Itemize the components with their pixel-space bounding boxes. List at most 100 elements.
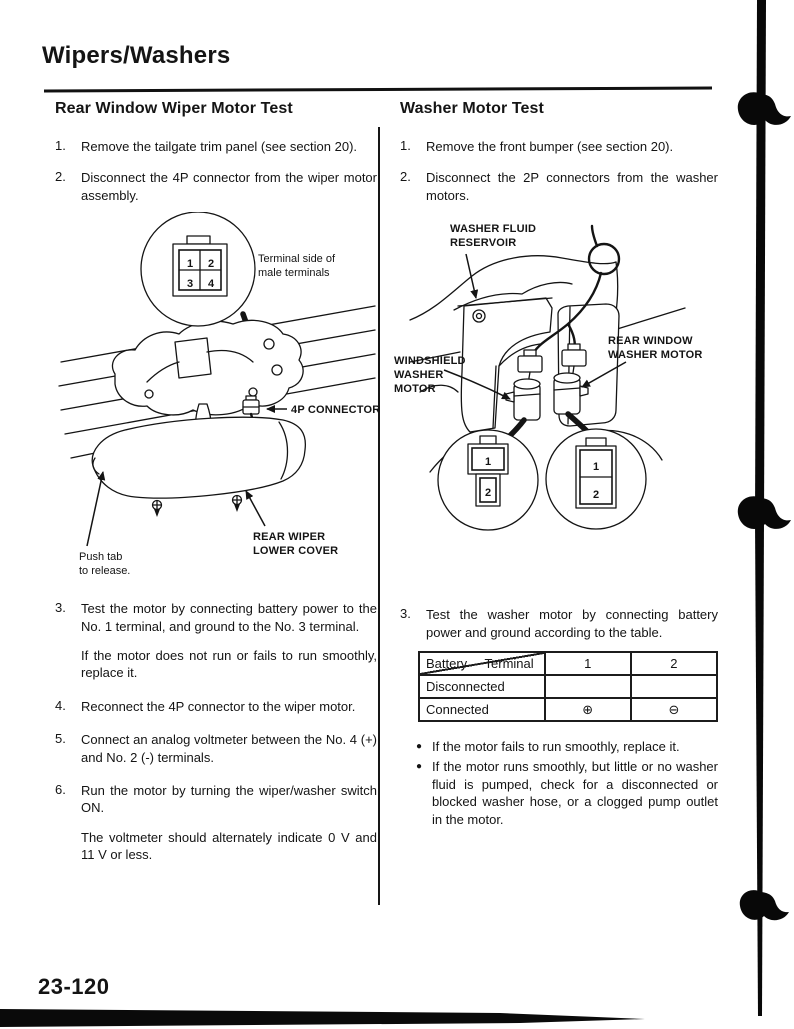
step-text: Run the motor by turning the wiper/washe… [81,783,377,816]
step-number: 4. [55,697,66,713]
step-number: 3. [400,606,411,622]
circled-plus-symbol: ⊕ [543,697,632,723]
binder-ring-icon [737,496,791,529]
inset-caption-line1: Terminal side of [258,253,336,265]
step-number: 3. [55,600,66,616]
row-label: Connected [418,697,546,723]
bullet-icon: ● [416,761,423,773]
terminal-1: 1 [485,456,491,468]
rear-connector-inset: 1 2 [545,428,647,530]
step-row: 2. Disconnect the 2P connectors from the… [400,169,718,204]
step-row: 1. Remove the front bumper (see section … [400,138,718,155]
reservoir-arrow [465,254,479,300]
step-text: Disconnect the 4P connector from the wip… [81,170,377,203]
right-column-heading: Washer Motor Test [400,100,544,117]
rear-motor-arrow [581,361,627,388]
step-text: Disconnect the 2P connectors from the wa… [426,170,718,203]
screw-icon [231,495,243,513]
corner-label-battery: Battery [426,656,468,672]
title-rule [43,86,713,93]
step-note: The voltmeter should alternately indicat… [81,829,377,863]
step-number: 1. [400,138,411,153]
reservoir-label-line2: RESERVOIR [450,237,516,249]
list-item: ● If the motor fails to run smoothly, re… [416,738,718,755]
right-column: Washer Motor Test 1. Remove the front bu… [394,100,719,828]
left-column: Rear Window Wiper Motor Test 1. Remove t… [55,100,380,864]
column-divider [378,127,380,905]
step-text: Remove the front bumper (see section 20)… [426,139,674,154]
cover-label-line1: REAR WIPER [253,531,325,543]
binding-bar [755,0,766,1016]
lower-cover-drawing [91,416,307,499]
windshield-label-line3: MOTOR [394,383,436,395]
rear-motor-label-line2: WASHER MOTOR [608,349,702,361]
terminal-2: 2 [208,258,214,270]
page-number: 23-120 [38,974,110,999]
push-tab-arrow [86,471,106,547]
step-row: 4. Reconnect the 4P connector to the wip… [55,698,377,715]
step-text: Connect an analog voltmeter between the … [81,732,377,765]
table-cell [629,674,719,700]
connector-label: 4P CONNECTOR [291,404,380,416]
battery-terminal-table: Terminal Battery 1 2 Disconnected Connec… [418,651,719,723]
step-number: 1. [55,138,66,153]
step-number: 6. [55,782,66,798]
note-text: If the motor fails to run smoothly, repl… [432,739,680,755]
terminal-3: 3 [187,278,193,290]
terminal-4: 4 [208,278,215,290]
list-item: ● If the motor runs smoothly, but little… [416,758,718,828]
terminal-1: 1 [593,461,599,473]
rear-wiper-motor-figure: 4P CONNECTOR REAR WIPER LOWER COVER Pu [58,212,380,577]
column-header: 1 [543,651,632,677]
corner-label-terminal: Terminal [484,656,534,672]
step-text: Test the motor by connecting battery pow… [81,601,377,634]
step-row: 6. Run the motor by turning the wiper/wa… [55,782,377,817]
bottom-scan-bar [0,1009,645,1027]
windshield-label-line1: WINDSHIELD [394,355,466,367]
cover-arrow [245,490,266,527]
binder-ring-icon [737,92,791,125]
windshield-motor-arrow [443,369,511,400]
row-label: Disconnected [418,674,546,700]
rear-motor-label-line1: REAR WINDOW [608,335,693,347]
step-number: 2. [55,169,66,185]
step-text: Remove the tailgate trim panel (see sect… [81,139,358,154]
table-row: Connected ⊕ ⊖ [418,697,719,723]
binding-edge [737,0,791,1016]
step-number: 5. [55,731,66,747]
note-text: If the motor runs smoothly, but little o… [432,759,718,827]
table-cell [543,674,632,700]
push-tab-line1: Push tab [79,551,122,563]
screw-icon [151,500,163,518]
washer-motor-figure: WASHER FLUID RESERVOIR WINDSHIELD WASHER… [394,223,702,531]
circled-minus-symbol: ⊖ [629,697,719,723]
wiper-motor-assembly-drawing [111,320,304,439]
step-row: 3. Test the washer motor by connecting b… [400,606,718,641]
step-note: If the motor does not run or fails to ru… [81,648,377,681]
connector-inset: 1 2 3 4 [140,212,256,327]
push-tab-line2: to release. [79,565,130,577]
bullet-icon: ● [416,741,423,753]
windshield-connector-inset: 1 2 [437,429,539,531]
terminal-1: 1 [187,258,193,270]
reservoir-label-line1: WASHER FLUID [450,223,536,235]
step-number: 2. [400,169,411,185]
step-row: 3. Test the motor by connecting battery … [55,600,377,635]
notes-list: ● If the motor fails to run smoothly, re… [416,738,718,828]
left-column-heading: Rear Window Wiper Motor Test [55,100,293,117]
step-text: Reconnect the 4P connector to the wiper … [81,698,356,714]
windshield-label-line2: WASHER [394,369,443,381]
terminal-2: 2 [485,487,491,499]
table-row: Disconnected [418,674,719,700]
step-row: 2. Disconnect the 4P connector from the … [55,169,377,204]
column-header: 2 [629,651,719,677]
step-text: Test the washer motor by connecting batt… [426,607,718,640]
page-title: Wipers/Washers [42,42,231,69]
step-row: 1. Remove the tailgate trim panel (see s… [55,138,377,155]
binder-ring-icon [739,890,789,921]
table-corner-cell: Terminal Battery [418,651,546,677]
terminal-2: 2 [593,489,599,501]
step-row: 5. Connect an analog voltmeter between t… [55,731,377,766]
inset-caption-line2: male terminals [258,267,330,279]
